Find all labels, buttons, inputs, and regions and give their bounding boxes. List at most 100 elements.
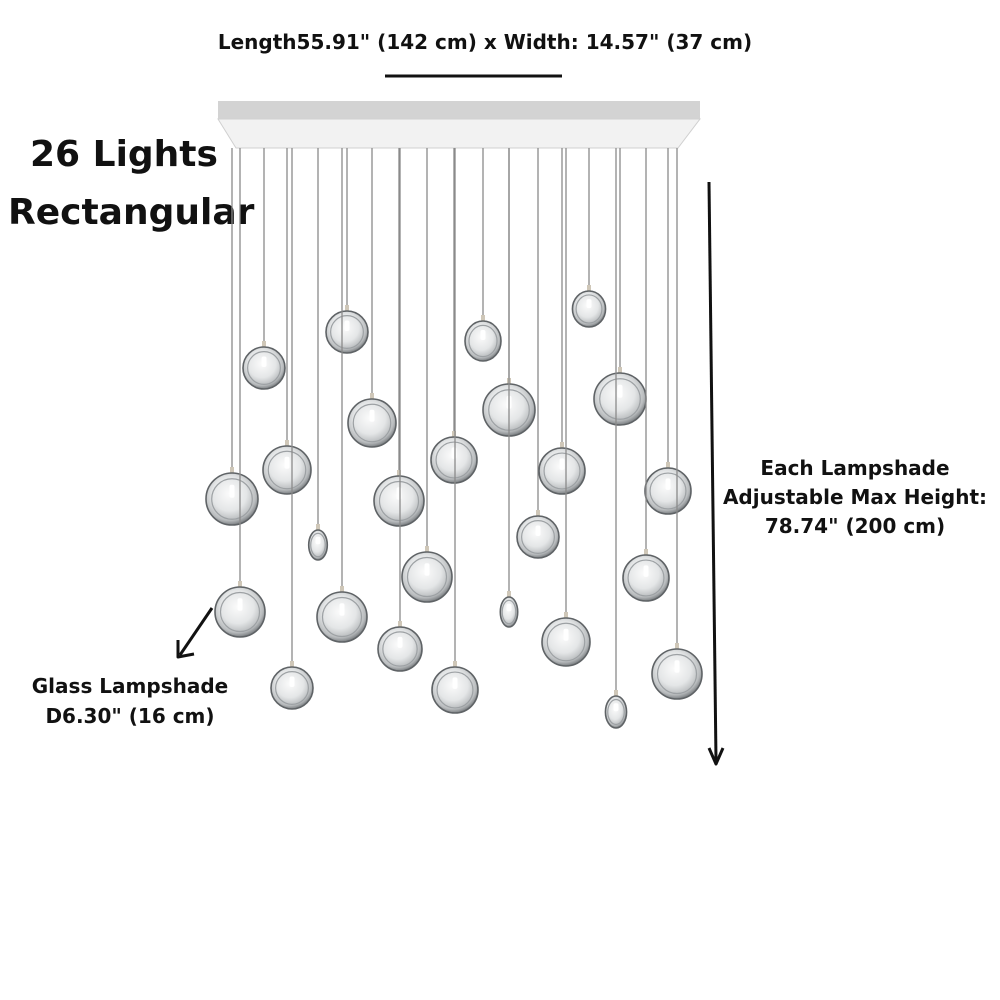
pendant-socket: [345, 305, 349, 314]
bulb: [586, 299, 592, 309]
bulb: [339, 603, 345, 616]
glass-lampshade-rim: [406, 556, 448, 598]
bulb: [535, 525, 541, 536]
bulb: [397, 636, 403, 648]
pendant-socket: [481, 315, 485, 324]
pendant-socket: [614, 690, 618, 699]
pendant-socket: [425, 546, 429, 555]
glass-lampshade: [270, 666, 314, 710]
pendant-socket: [370, 393, 374, 402]
pendant-socket: [452, 431, 456, 440]
glass-lampshade-rim: [501, 599, 517, 625]
glass-lampshade-rim: [599, 378, 641, 420]
glass-lampshade-rim: [649, 472, 687, 510]
pendant-socket: [453, 661, 457, 670]
bulb: [315, 536, 321, 545]
glass-lampshade: [431, 666, 479, 714]
glass-lampshade: [622, 554, 670, 602]
glass-lampshade: [541, 617, 591, 667]
glass-lampshade: [430, 436, 478, 484]
bulb: [643, 565, 649, 577]
glass-lampshade-rim: [656, 653, 698, 695]
glass-lampshade-rim: [211, 478, 253, 520]
bulb: [559, 458, 565, 470]
pendant-socket: [397, 470, 401, 479]
shade-label-line1: Glass Lampshade: [31, 674, 229, 698]
bulb: [665, 478, 671, 490]
bulb: [237, 598, 243, 611]
height-label-line1: Each Lampshade: [760, 456, 950, 480]
glass-lampshade: [262, 445, 312, 495]
glass-lampshade: [593, 372, 647, 426]
light-count-title: 26 Lights: [30, 134, 218, 175]
pendant-socket: [587, 285, 591, 294]
glass-lampshade: [499, 596, 519, 628]
glass-lampshade-rim: [521, 520, 555, 554]
glass-lampshade: [571, 290, 607, 328]
pendant-socket: [398, 621, 402, 630]
pendant-socket: [618, 367, 622, 376]
bulb: [229, 484, 235, 498]
pendant-socket: [285, 440, 289, 449]
height-label-line3: 78.74" (200 cm): [764, 514, 946, 538]
glass-lampshade: [316, 591, 368, 643]
pendant-socket: [536, 510, 540, 519]
glass-lampshade-rim: [310, 532, 326, 558]
bulb: [284, 456, 290, 469]
glass-lampshade: [516, 515, 560, 559]
bulb: [451, 447, 457, 459]
pendant-socket: [560, 442, 564, 451]
glass-lampshade: [325, 310, 369, 354]
glass-lampshade-rim: [382, 631, 418, 667]
glass-lampshade-rim: [247, 351, 281, 385]
glass-lampshade-rim: [607, 698, 625, 726]
glass-lampshade: [347, 398, 397, 448]
height-label: Each Lampshade Adjustable Max Height: 78…: [710, 454, 1000, 541]
glass-lampshade: [464, 320, 502, 362]
bulb: [506, 603, 512, 612]
bulb: [613, 703, 619, 712]
bulb: [344, 320, 350, 331]
glass-lampshade-rim: [352, 403, 392, 443]
glass-lampshade-rim: [543, 452, 581, 490]
glass-lampshade-rim: [468, 324, 498, 358]
glass-lampshade-rim: [546, 622, 586, 662]
glass-lampshade-rim: [435, 441, 473, 479]
bulb: [617, 384, 623, 398]
glass-lampshade-rim: [378, 480, 420, 522]
glass-lampshade: [651, 648, 703, 700]
glass-lampshade: [538, 447, 586, 495]
bulb: [452, 677, 458, 689]
bulb: [369, 409, 375, 422]
bulb: [563, 628, 569, 641]
pendant-socket: [262, 341, 266, 350]
pendant-socket: [675, 643, 679, 652]
glass-lampshade-rim: [627, 559, 665, 597]
height-label-line2: Adjustable Max Height:: [722, 485, 988, 509]
bulb: [289, 676, 295, 687]
glass-lampshade-rim: [575, 294, 603, 324]
pendant-socket: [340, 586, 344, 595]
arrow-down-icon: [707, 181, 725, 766]
glass-lampshade-rim: [267, 450, 307, 490]
pendant-socket: [507, 591, 511, 600]
glass-lampshade: [377, 626, 423, 672]
glass-lampshade: [373, 475, 425, 527]
pendant-socket: [290, 661, 294, 670]
glass-lampshade-rim: [275, 671, 309, 705]
glass-lampshade-rim: [321, 596, 363, 638]
ceiling-canopy: [217, 101, 702, 149]
glass-lampshade-rim: [436, 671, 474, 709]
pendant-socket: [564, 612, 568, 621]
pendant-group: [205, 148, 703, 729]
bulb: [674, 660, 680, 673]
glass-lampshade: [205, 472, 259, 526]
pendant-socket: [666, 462, 670, 471]
bulb: [480, 330, 486, 340]
pendant-socket: [230, 467, 234, 476]
arrow-diagonal-icon: [176, 607, 214, 659]
glass-lampshade-rim: [219, 591, 261, 633]
bulb: [424, 563, 430, 576]
dimensions-label: Length55.91" (142 cm) x Width: 14.57" (3…: [217, 30, 753, 54]
